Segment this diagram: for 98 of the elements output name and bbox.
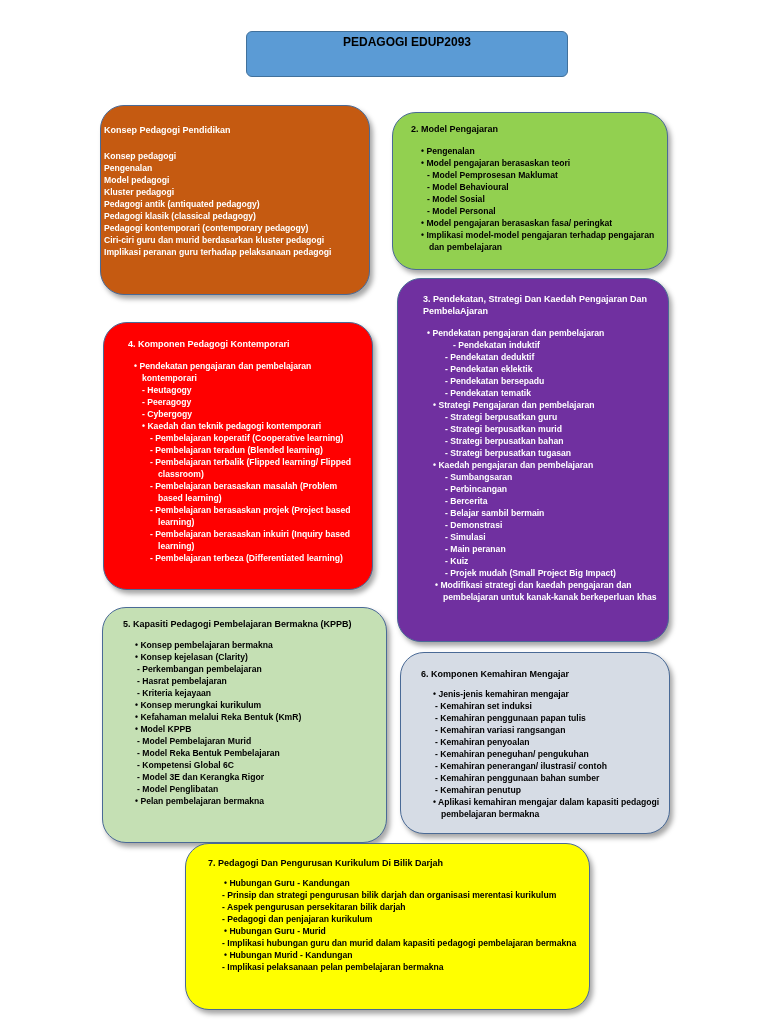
list-item: • Hubungan Guru - Murid xyxy=(223,925,327,937)
list-item: - Prinsip dan strategi pengurusan bilik darjah dan organisasi merentasi kurikulum xyxy=(221,889,558,901)
list-item: - Kemahiran penggunaan papan tulis xyxy=(434,712,587,724)
list-item: - Kemahiran variasi rangsangan xyxy=(434,724,567,736)
list-item: • Konsep merungkai kurikulum xyxy=(134,699,263,711)
list-item: Pengenalan xyxy=(104,162,154,174)
list-item: - Bercerita xyxy=(444,495,489,507)
card-heading: 5. Kapasiti Pedagogi Pembelajaran Bermakna (KPPB) xyxy=(123,618,353,630)
card-heading: 6. Komponen Kemahiran Mengajar xyxy=(421,668,571,680)
list-item: • Pendekatan pengajaran dan pembelajaran xyxy=(426,327,606,339)
list-item: • Pelan pembelajaran bermakna xyxy=(134,795,266,807)
list-item: - Kemahiran penerangan/ ilustrasi/ contoh xyxy=(434,760,608,772)
card-heading: 4. Komponen Pedagogi Kontemporari xyxy=(128,338,291,350)
list-item: • Model pengajaran berasaskan teori xyxy=(420,157,572,169)
list-item: - Model Sosial xyxy=(426,193,486,205)
list-item: • Hubungan Murid - Kandungan xyxy=(223,949,354,961)
list-item: Pedagogi antik (antiquated pedagogy) xyxy=(104,198,261,210)
list-item: Pedagogi klasik (classical pedagogy) xyxy=(104,210,257,222)
list-item: - Demonstrasi xyxy=(444,519,504,531)
list-item: - Model Pembelajaran Murid xyxy=(136,735,253,747)
list-item: - Kemahiran peneguhan/ pengukuhan xyxy=(434,748,590,760)
list-item: - Pedagogi dan penjajaran kurikulum xyxy=(221,913,374,925)
list-item: - Projek mudah (Small Project Big Impact) xyxy=(444,567,617,579)
topic-card xyxy=(103,322,373,590)
list-item: - Kemahiran set induksi xyxy=(434,700,533,712)
card-heading: 2. Model Pengajaran xyxy=(411,123,500,135)
list-item: • Kefahaman melalui Reka Bentuk (KmR) xyxy=(134,711,303,723)
list-item: • Strategi Pengajaran dan pembelajaran xyxy=(432,399,596,411)
list-item: • Hubungan Guru - Kandungan xyxy=(223,877,351,889)
card-heading: Konsep Pedagogi Pendidikan xyxy=(104,124,232,136)
list-item: • Konsep kejelasan (Clarity) xyxy=(134,651,249,663)
card-heading: 7. Pedagogi Dan Pengurusan Kurikulum Di Bilik Darjah xyxy=(208,857,445,869)
list-item: Model pedagogi xyxy=(104,174,171,186)
list-item: - Pembelajaran berasaskan inkuiri (Inquiry based learning) xyxy=(149,528,352,552)
list-item: - Kriteria kejayaan xyxy=(136,687,213,699)
list-item: Ciri-ciri guru dan murid berdasarkan kluster pedagogi xyxy=(104,234,326,246)
list-item: • Modifikasi strategi dan kaedah pengajaran dan pembelajaran untuk kanak-kanak berkeperluan khas xyxy=(434,579,658,603)
list-item: - Kemahiran penggunaan bahan sumber xyxy=(434,772,601,784)
list-item: • Konsep pembelajaran bermakna xyxy=(134,639,274,651)
list-item: • Implikasi model-model pengajaran terhadap pengajaran dan pembelajaran xyxy=(420,229,656,253)
list-item: - Pembelajaran teradun (Blended learning) xyxy=(149,444,324,456)
list-item: - Pendekatan tematik xyxy=(444,387,532,399)
topic-card xyxy=(392,112,668,270)
list-item: - Pembelajaran terbalik (Flipped learning/ Flipped classroom) xyxy=(149,456,353,480)
topic-card xyxy=(185,843,590,1010)
list-item: - Kemahiran penutup xyxy=(434,784,522,796)
title-banner: PEDAGOGI EDUP2093 xyxy=(246,31,568,77)
list-item: - Implikasi hubungan guru dan murid dalam kapasiti pedagogi pembelajaran bermakna xyxy=(221,937,578,949)
list-item: - Pendekatan bersepadu xyxy=(444,375,546,387)
topic-card xyxy=(400,652,670,834)
list-item: - Heutagogy xyxy=(141,384,193,396)
list-item: Konsep pedagogi xyxy=(104,150,178,162)
list-item: • Jenis-jenis kemahiran mengajar xyxy=(432,688,570,700)
list-item: - Pembelajaran terbeza (Differentiated learning) xyxy=(149,552,344,564)
list-item: - Model Reka Bentuk Pembelajaran xyxy=(136,747,281,759)
list-item: - Pendekatan induktif xyxy=(452,339,541,351)
list-item: - Strategi berpusatkan murid xyxy=(444,423,563,435)
list-item: • Kaedah dan teknik pedagogi kontemporari xyxy=(141,420,323,432)
list-item: - Kuiz xyxy=(444,555,470,567)
list-item: Pedagogi kontemporari (contemporary pedagogy) xyxy=(104,222,310,234)
list-item: • Pengenalan xyxy=(420,145,476,157)
list-item: - Pembelajaran koperatif (Cooperative learning) xyxy=(149,432,345,444)
list-item: - Pendekatan deduktif xyxy=(444,351,536,363)
list-item: • Aplikasi kemahiran mengajar dalam kapasiti pedagogi pembelajaran bermakna xyxy=(432,796,661,820)
list-item: - Implikasi pelaksanaan pelan pembelajaran bermakna xyxy=(221,961,445,973)
topic-card xyxy=(100,105,370,295)
list-item: - Main peranan xyxy=(444,543,507,555)
list-item: - Kompetensi Global 6C xyxy=(136,759,235,771)
list-item: Kluster pedagogi xyxy=(104,186,176,198)
list-item: - Simulasi xyxy=(444,531,487,543)
list-item: Implikasi peranan guru terhadap pelaksanaan pedagogi xyxy=(104,246,333,258)
topic-card xyxy=(397,278,669,642)
list-item: - Perbincangan xyxy=(444,483,509,495)
list-item: - Perkembangan pembelajaran xyxy=(136,663,263,675)
list-item: - Pembelajaran berasaskan masalah (Problem based learning) xyxy=(149,480,339,504)
list-item: - Model Pemprosesan Maklumat xyxy=(426,169,559,181)
list-item: • Pendekatan pengajaran dan pembelajaran kontemporari xyxy=(133,360,313,384)
list-item: - Belajar sambil bermain xyxy=(444,507,546,519)
list-item: - Peeragogy xyxy=(141,396,193,408)
list-item: • Model pengajaran berasaskan fasa/ peringkat xyxy=(420,217,614,229)
list-item: - Aspek pengurusan persekitaran bilik darjah xyxy=(221,901,407,913)
list-item: - Model 3E dan Kerangka Rigor xyxy=(136,771,266,783)
list-item: - Strategi berpusatkan tugasan xyxy=(444,447,573,459)
list-item: - Kemahiran penyoalan xyxy=(434,736,531,748)
card-heading: 3. Pendekatan, Strategi Dan Kaedah Pengajaran Dan PembelaAjaran xyxy=(423,293,649,317)
list-item: - Pembelajaran berasaskan projek (Project based learning) xyxy=(149,504,352,528)
list-item: - Pendekatan eklektik xyxy=(444,363,534,375)
list-item: - Strategi berpusatkan bahan xyxy=(444,435,565,447)
list-item: - Hasrat pembelajaran xyxy=(136,675,228,687)
list-item: - Cybergogy xyxy=(141,408,194,420)
topic-card xyxy=(102,607,387,843)
list-item: • Kaedah pengajaran dan pembelajaran xyxy=(432,459,595,471)
list-item: • Model KPPB xyxy=(134,723,193,735)
list-item: - Model Personal xyxy=(426,205,497,217)
list-item: - Model Behavioural xyxy=(426,181,510,193)
list-item: - Strategi berpusatkan guru xyxy=(444,411,559,423)
list-item: - Sumbangsaran xyxy=(444,471,514,483)
list-item: - Model Penglibatan xyxy=(136,783,220,795)
